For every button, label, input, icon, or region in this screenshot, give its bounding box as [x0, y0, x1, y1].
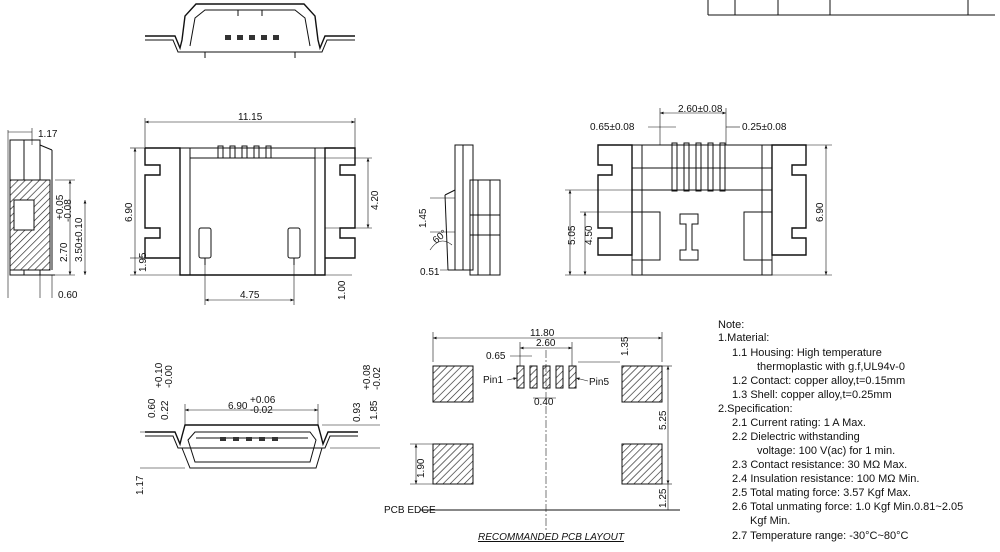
top-plan-view: 11.15 6.90 1.95 4.20 4.75 [124, 112, 381, 305]
dim-270: 2.70 [59, 242, 70, 262]
note-line: 1.Material: [718, 332, 769, 344]
dim-185-tol-minus: -0.02 [372, 367, 383, 390]
dim-022-tol-plus: +0.10 [154, 362, 165, 388]
note-line: 2.2 Dielectric withstanding [732, 431, 860, 443]
note-line: 2.Specification: [718, 403, 793, 415]
note-line: thermoplastic with g.f,UL94v-0 [757, 361, 905, 373]
note-line: 2.7 Temperature range: -30°C~80°C [732, 530, 909, 542]
dim-065-pcb: 0.65 [486, 351, 506, 362]
dim-450: 4.50 [584, 225, 595, 245]
dim-525: 5.25 [658, 410, 669, 430]
dim-690-tol-minus: -0.02 [250, 405, 273, 416]
pin1-label: Pin1 [483, 375, 503, 386]
dim-145: 1.45 [418, 208, 429, 228]
dim-051: 0.51 [420, 267, 440, 278]
dim-270-tol-minus: -0.08 [63, 199, 74, 222]
left-section-view: 1.17 2.70 +0.05 -0.08 3.50±0.10 0.60 [7, 128, 87, 301]
right-view: 2.60±0.08 0.65±0.08 0.25±0.08 5.05 4.50 [565, 104, 832, 276]
dim-135: 1.35 [620, 336, 631, 356]
dim-117-front: 1.17 [135, 475, 146, 495]
dim-1115: 11.15 [238, 112, 263, 123]
dim-022-tol-minus: -0.00 [164, 365, 175, 388]
dim-100: 1.00 [337, 280, 348, 300]
dim-690-right: 6.90 [815, 202, 826, 222]
dim-475: 4.75 [240, 290, 260, 301]
side-view: 1.45 60° 0.51 [418, 144, 501, 278]
notes-heading: Note: [718, 319, 744, 331]
dim-270-tol-plus: +0.05 [55, 194, 66, 220]
dim-190: 1.90 [416, 458, 427, 478]
pcb-layout-caption: RECOMMANDED PCB LAYOUT [478, 532, 625, 543]
dim-060-front: 0.60 [147, 398, 158, 418]
dim-420: 4.20 [370, 190, 381, 210]
dim-022: 0.22 [160, 400, 171, 420]
note-line: 2.6 Total unmating force: 1.0 Kgf Min.0.… [732, 501, 963, 513]
dim-690-front: 6.90 [228, 401, 248, 412]
note-line: 2.5 Total mating force: 3.57 Kgf Max. [732, 487, 911, 499]
dim-125: 1.25 [658, 488, 669, 508]
dim-260-right: 2.60±0.08 [678, 104, 723, 115]
dim-195: 1.95 [138, 252, 149, 272]
dim-690-tol-plus: +0.06 [250, 395, 276, 406]
note-line: Kgf Min. [750, 515, 790, 527]
top-connector-view [145, 3, 355, 58]
pcb-edge-label: PCB EDGE [384, 505, 436, 516]
dim-060-left: 0.60 [58, 290, 78, 301]
dim-260-pcb: 2.60 [536, 338, 556, 349]
dim-690-top: 6.90 [124, 202, 135, 222]
dim-065-right: 0.65±0.08 [590, 122, 635, 133]
note-line: 1.1 Housing: High temperature [732, 347, 882, 359]
front-view: 6.90 +0.06 -0.02 1.17 0.60 0.22 +0.10 -0… [135, 362, 383, 495]
note-line: 2.1 Current rating: 1 A Max. [732, 417, 866, 429]
spec-notes: Note: 1.Material: 1.1 Housing: High temp… [718, 319, 963, 542]
dim-1180: 11.80 [530, 328, 555, 339]
dim-040: 0.40 [534, 397, 554, 408]
dim-185: 1.85 [369, 400, 380, 420]
dim-093: 0.93 [352, 402, 363, 422]
note-line: 2.3 Contact resistance: 30 MΩ Max. [732, 459, 907, 471]
dim-350: 3.50±0.10 [74, 217, 85, 262]
dim-117-left: 1.17 [38, 129, 58, 140]
dim-025-right: 0.25±0.08 [742, 122, 787, 133]
dim-185-tol-plus: +0.08 [362, 364, 373, 390]
note-line: 1.3 Shell: copper alloy,t=0.25mm [732, 389, 892, 401]
note-line: 2.4 Insulation resistance: 100 MΩ Min. [732, 473, 919, 485]
pcb-layout: 11.80 2.60 0.65 1.35 Pin1 Pin5 0.40 5.25… [384, 328, 680, 543]
note-line: voltage: 100 V(ac) for 1 min. [757, 445, 895, 457]
dim-505: 5.05 [567, 225, 578, 245]
note-line: 1.2 Contact: copper alloy,t=0.15mm [732, 375, 905, 387]
pin5-label: Pin5 [589, 377, 609, 388]
title-block [707, 0, 995, 16]
